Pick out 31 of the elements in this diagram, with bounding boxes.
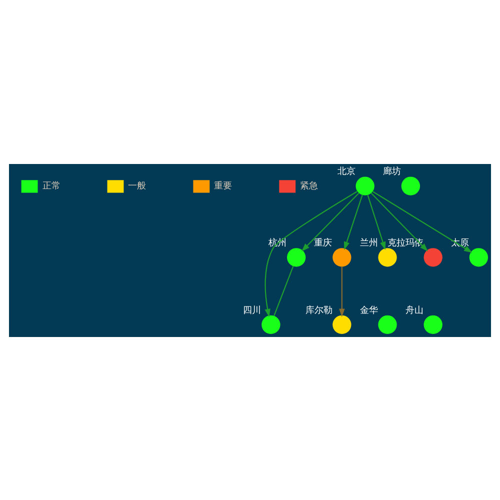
node-circle	[378, 248, 397, 266]
node-circle	[424, 248, 442, 266]
node-circle	[332, 314, 352, 334]
node-label: 金华	[360, 305, 378, 316]
arrow	[372, 190, 472, 252]
node-circle	[424, 314, 442, 334]
legend-label: 紧急	[300, 181, 318, 192]
connector	[274, 266, 294, 316]
legend-label: 重要	[214, 181, 232, 192]
node-circle	[356, 176, 374, 195]
node-label: 廊坊	[382, 166, 401, 177]
legend-label: 正常	[42, 181, 60, 192]
node-label: 舟山	[405, 305, 424, 316]
node-circle	[332, 248, 352, 266]
node-circle	[262, 314, 280, 334]
arrow	[339, 266, 345, 317]
arrow	[301, 192, 360, 251]
node-label: 重庆	[314, 238, 332, 248]
node-circle	[401, 176, 420, 195]
legend-label: 一般	[128, 181, 146, 192]
node-circle	[469, 248, 488, 266]
node-circle	[287, 248, 306, 266]
arrow	[344, 194, 363, 250]
node-circle	[378, 314, 397, 334]
node-label: 兰州	[360, 238, 378, 248]
node-label: 四川	[243, 305, 262, 316]
arrow	[264, 190, 358, 317]
arrow	[367, 194, 386, 250]
node-label: 北京	[337, 166, 356, 177]
arrow	[370, 192, 428, 251]
node-label: 库尔勒	[305, 305, 332, 316]
